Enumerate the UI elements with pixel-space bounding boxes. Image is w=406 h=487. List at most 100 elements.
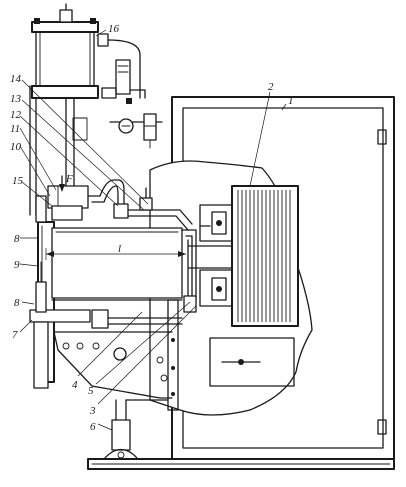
lower-electrode [35, 281, 47, 313]
leader-10 [19, 145, 51, 197]
leader-9 [19, 263, 39, 267]
leader-14 [21, 79, 149, 205]
filter-units [109, 113, 163, 149]
cylinder-bottom-cap [31, 85, 99, 99]
support-post [111, 419, 131, 451]
rail-bolt-1 [171, 338, 175, 342]
arm-clamp [91, 309, 109, 329]
label-12: 12 [10, 109, 22, 121]
label-dim-l: l [118, 243, 121, 255]
door-hinge-top [377, 129, 387, 145]
transformer-core [231, 185, 299, 327]
bracket-adjust-nut [113, 347, 127, 361]
dim-arrow-left [46, 251, 54, 257]
leader-lines [19, 29, 287, 431]
leader-6 [97, 423, 113, 431]
transformer-clamp-lower [199, 269, 233, 307]
label-6: 6 [90, 421, 96, 433]
busbar-joint [183, 295, 197, 313]
upper-electrode-holder [47, 185, 89, 209]
bracket-bolt-1 [62, 342, 70, 350]
cylinder-barrel [35, 31, 95, 87]
label-8a: 8 [14, 233, 20, 245]
label-1: 1 [288, 95, 294, 107]
label-8b: 8 [14, 297, 20, 309]
leader-2 [249, 91, 271, 187]
holder-clamp [51, 205, 83, 221]
label-10: 10 [10, 141, 22, 153]
force-arrowhead [59, 184, 65, 192]
leader-7 [19, 319, 33, 333]
control-drawer [209, 337, 295, 387]
lower-electrode-arm [29, 309, 91, 323]
air-valve-assembly [97, 33, 146, 104]
label-3: 3 [89, 405, 96, 417]
lower-arm-housing [51, 227, 183, 299]
label-force-f: F [65, 173, 73, 185]
cap-bolt-left [34, 18, 40, 24]
label-2: 2 [268, 81, 274, 93]
leader-3 [97, 305, 197, 405]
leader-15 [21, 181, 53, 207]
air-valve-body [115, 59, 131, 95]
leader-1 [281, 103, 287, 111]
pipe-clamp [126, 98, 132, 104]
bracket-bolt-3 [92, 342, 100, 350]
bracket-bolt-2 [76, 342, 84, 350]
label-15: 15 [12, 175, 24, 187]
valve-connector [101, 87, 117, 99]
bracket-rail [167, 299, 179, 411]
label-5: 5 [88, 385, 94, 397]
water-hose-loop [87, 179, 125, 211]
labels: 16 1 2 14 13 12 11 10 15 8 9 8 7 4 5 3 6… [10, 23, 294, 433]
upper-arm [47, 179, 211, 231]
dim-arrow-right [178, 251, 186, 257]
label-14: 14 [10, 73, 22, 85]
transformer-windings [237, 190, 291, 322]
rod-guide [72, 117, 88, 141]
force-arrow [59, 175, 65, 192]
cutaway-section [149, 160, 313, 416]
drawer-knob [238, 359, 244, 365]
rail-bolt-3 [171, 392, 175, 396]
rail-bolt-2 [171, 366, 175, 370]
label-11: 11 [10, 123, 20, 135]
water-hose-loop-inner [91, 185, 119, 211]
upper-electrode [35, 195, 47, 223]
support-foot [103, 448, 139, 460]
leader-16 [95, 29, 107, 37]
label-9: 9 [14, 259, 20, 271]
label-4: 4 [72, 379, 78, 391]
lower-arm [29, 195, 197, 389]
leader-8b [21, 301, 35, 305]
valve-outlet [129, 89, 146, 99]
hose-fitting [113, 203, 129, 219]
leader-5 [95, 301, 191, 385]
cylinder-top-cap [31, 21, 99, 33]
base-plate [87, 458, 395, 470]
leader-13 [21, 99, 145, 211]
door-hinge-bottom [377, 419, 387, 435]
dimension-l [45, 248, 186, 260]
cylinder-port-top [59, 9, 73, 23]
pneumatic-cylinder [29, 3, 99, 216]
leader-4 [77, 311, 143, 377]
transformer-clamp-upper [199, 204, 233, 242]
leader-12 [19, 115, 119, 207]
lower-bracket [53, 299, 179, 411]
terminal-bolt-lower [216, 286, 222, 292]
label-16: 16 [108, 23, 120, 35]
label-13: 13 [10, 93, 22, 105]
lower-electrode-holder [33, 321, 49, 389]
valve-fitting [97, 33, 109, 47]
cap-bolt-right [90, 18, 96, 24]
label-7: 7 [12, 329, 18, 341]
foot-bolt [117, 451, 125, 459]
base [87, 399, 395, 470]
bracket-bolt-5 [160, 374, 168, 382]
lower-busbar-right-inner [185, 235, 193, 301]
lower-busbar-right [181, 229, 197, 301]
leader-11 [19, 127, 57, 191]
